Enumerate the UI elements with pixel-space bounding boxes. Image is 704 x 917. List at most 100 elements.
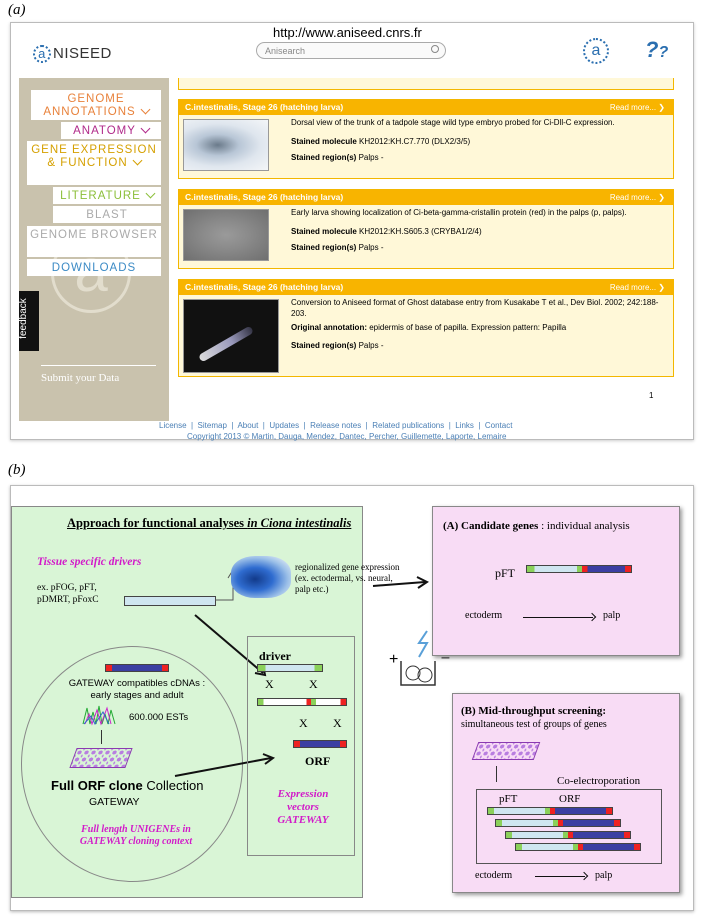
read-more-link[interactable]: Read more... ❯ xyxy=(610,100,665,115)
nav-label: GENOME BROWSER xyxy=(30,229,158,241)
footer-links: License | Sitemap | About | Updates | Re… xyxy=(159,421,513,430)
logo-a-icon: a xyxy=(33,45,51,64)
reg-value: Palps - xyxy=(358,243,384,252)
nav-literature[interactable]: LITERATURE xyxy=(53,187,161,204)
card-description: Early larva showing localization of Ci-b… xyxy=(291,208,627,217)
nav-blast[interactable]: BLAST xyxy=(53,206,161,223)
feedback-tab[interactable]: feedback xyxy=(18,291,39,351)
arrow-to-candidates xyxy=(372,576,429,589)
ests-text: 600.000 ESTs xyxy=(129,712,189,723)
workflow-diagram-panel: Approach for functional analyses in Cion… xyxy=(10,485,694,911)
help-icon[interactable]: ?? xyxy=(645,37,669,62)
plate-icon-b xyxy=(471,742,541,760)
mol-label: Stained molecule xyxy=(291,137,357,146)
reg-label: Stained region(s) xyxy=(291,153,357,162)
palp-b: palp xyxy=(595,870,613,881)
tissue-drivers-label: Tissue specific drivers xyxy=(37,556,142,568)
chevron-right-icon: ❯ xyxy=(658,283,665,292)
candidate-genes-title: (A) Candidate genes : individual analysi… xyxy=(443,520,630,532)
footer-link-about[interactable]: About xyxy=(237,421,259,430)
mol-value: KH2012:KH.S605.3 (CRYBA1/2/4) xyxy=(359,227,482,236)
mid-throughput-title: (B) Mid-throughput screening: xyxy=(461,705,607,717)
footer-link-updates[interactable]: Updates xyxy=(269,421,300,430)
larva-thumbnail[interactable] xyxy=(183,209,269,261)
pool-construct-1 xyxy=(487,807,613,815)
submit-data-link[interactable]: Submit your Data xyxy=(41,365,156,384)
pool-construct-4 xyxy=(515,843,641,851)
recomb-cross-2: X xyxy=(309,677,318,691)
copyright: Copyright 2013 © Martin, Dauga, Mendez, … xyxy=(187,432,507,441)
read-more-link[interactable]: Read more... ❯ xyxy=(610,280,665,295)
orig-value: epidermis of base of papilla. Expression… xyxy=(369,323,567,332)
est-chromatogram-icon xyxy=(82,705,116,726)
full-orf-title: Full ORF clone Collection xyxy=(51,778,204,793)
embryo-thumbnail[interactable] xyxy=(183,119,269,171)
box-a-title: (A) Candidate genes xyxy=(443,520,539,532)
card-title-text: C.intestinalis, Stage 26 (hatching larva… xyxy=(185,282,344,292)
orf-label: ORF xyxy=(305,754,331,768)
tadpole-thumbnail[interactable] xyxy=(183,299,279,373)
card-title-text: C.intestinalis, Stage 26 (hatching larva… xyxy=(185,102,344,112)
gateway-cdnas-text: GATEWAY compatibles cDNAs : early stages… xyxy=(68,678,206,701)
arrow-plate-down xyxy=(496,766,497,782)
footer-link-publications[interactable]: Related publications xyxy=(372,421,445,430)
stained-region: Stained region(s) Palps - xyxy=(291,152,671,163)
nav-label: GENOME ANNOTATIONS xyxy=(43,93,136,118)
electroporation-icon: + – xyxy=(387,621,457,696)
panel-a-label: (a) xyxy=(8,2,26,18)
recomb-cross-1: X xyxy=(265,677,274,691)
nav-anatomy[interactable]: ANATOMY xyxy=(61,122,161,139)
reg-label: Stained region(s) xyxy=(291,243,357,252)
footer-link-release-notes[interactable]: Release notes xyxy=(310,421,362,430)
result-card[interactable]: C.intestinalis, Stage 26 (hatching larva… xyxy=(178,99,674,179)
nav-genome-browser[interactable]: GENOME BROWSER xyxy=(27,226,161,257)
site-url: http://www.aniseed.cnrs.fr xyxy=(273,25,422,40)
card-description: Dorsal view of the trunk of a tadpole st… xyxy=(291,118,615,127)
driver-examples: ex. pFOG, pFT, pDMRT, pFoxC xyxy=(37,583,99,605)
recomb-cross-4: X xyxy=(333,716,342,730)
search-placeholder: Anisearch xyxy=(265,46,306,56)
footer-link-sitemap[interactable]: Sitemap xyxy=(197,421,227,430)
search-input[interactable]: Anisearch xyxy=(256,42,446,59)
nav-genome-annotations[interactable]: GENOME ANNOTATIONS xyxy=(31,90,161,120)
driver-label: driver xyxy=(259,649,291,663)
read-more-link[interactable]: Read more... ❯ xyxy=(610,190,665,205)
mid-throughput-box xyxy=(452,693,680,893)
card-title: C.intestinalis, Stage 26 (hatching larva… xyxy=(179,100,673,115)
nav-downloads[interactable]: DOWNLOADS xyxy=(27,259,161,276)
plate-icon xyxy=(69,748,133,768)
ectoderm-b: ectoderm xyxy=(475,870,513,881)
result-card[interactable]: C.intestinalis, Stage 26 (hatching larva… xyxy=(178,279,674,377)
footer-link-contact[interactable]: Contact xyxy=(484,421,513,430)
chevron-down-icon xyxy=(132,155,143,166)
expression-vectors-label: Expression vectors GATEWAY xyxy=(277,788,329,826)
arrow-down xyxy=(101,730,102,744)
driver-promoter-bar xyxy=(124,596,216,606)
arrow-ecto-palp-b xyxy=(535,876,585,877)
card-title: C.intestinalis, Stage 26 (hatching larva… xyxy=(179,280,673,295)
nav-gene-expression[interactable]: GENE EXPRESSION & FUNCTION xyxy=(27,141,161,185)
reg-value: Palps - xyxy=(358,341,384,350)
card-title-text: C.intestinalis, Stage 26 (hatching larva… xyxy=(185,192,344,202)
driver-bar xyxy=(257,664,323,672)
box-a-sub: : individual analysis xyxy=(541,520,630,532)
arrow-ecto-palp-a xyxy=(523,617,593,618)
result-card[interactable]: C.intestinalis, Stage 26 (hatching larva… xyxy=(178,189,674,269)
read-more-label: Read more... xyxy=(609,193,657,202)
pft-label-b: pFT xyxy=(499,793,518,805)
nav-label: GENE EXPRESSION & FUNCTION xyxy=(31,144,157,169)
pft-label-a: pFT xyxy=(495,566,516,580)
user-a-icon[interactable]: a xyxy=(583,38,609,64)
reg-value: Palps - xyxy=(358,153,384,162)
stained-region: Stained region(s) Palps - xyxy=(291,242,671,253)
blue-embryo-image xyxy=(231,556,291,598)
footer-link-license[interactable]: License xyxy=(159,421,187,430)
chevron-right-icon: ❯ xyxy=(658,103,665,112)
mol-label: Stained molecule xyxy=(291,227,357,236)
footer-link-links[interactable]: Links xyxy=(455,421,474,430)
page-number[interactable]: 1 xyxy=(649,391,654,400)
candidate-genes-box xyxy=(432,506,680,656)
co-electroporation-label: Co-electroporation xyxy=(557,775,641,787)
